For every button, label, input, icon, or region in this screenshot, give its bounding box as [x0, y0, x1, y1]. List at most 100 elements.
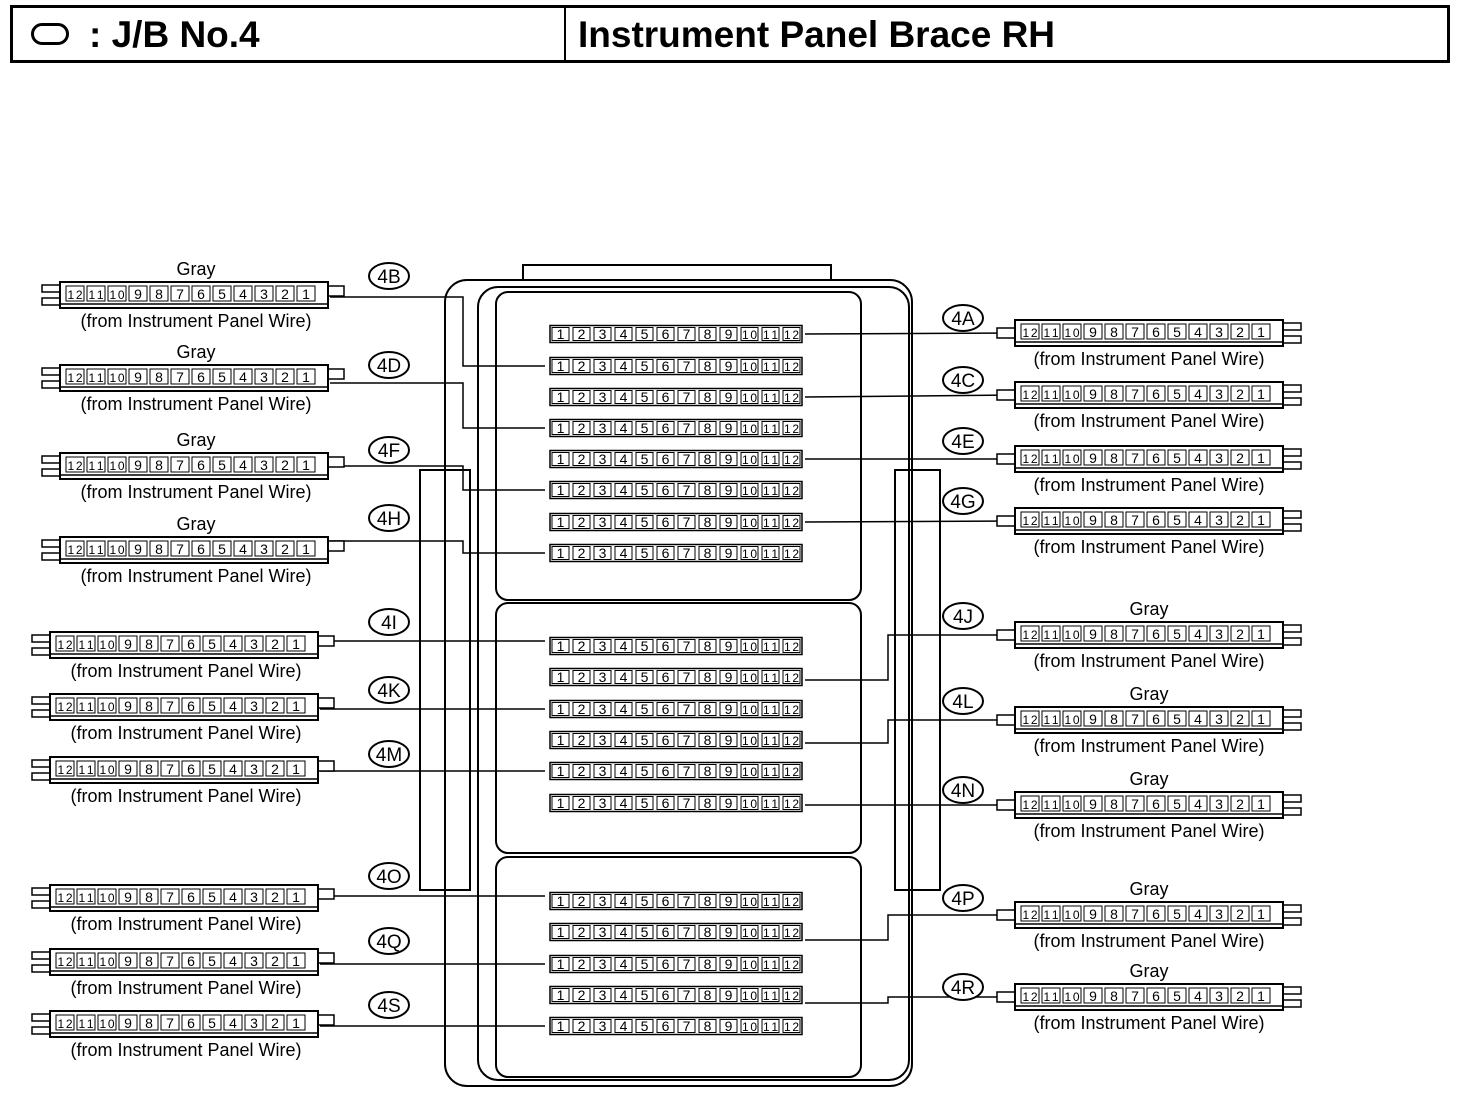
plug-pin-cell — [1104, 385, 1124, 402]
plug-key — [996, 909, 1016, 921]
socket-pin-number: 6 — [662, 701, 670, 717]
socket-pin-cell — [782, 988, 801, 1002]
plug-pin-number: 1 — [292, 636, 300, 652]
socket-pin-cell — [551, 670, 570, 684]
plug-pin-number: 3 — [260, 457, 268, 473]
socket-row-frame — [549, 667, 803, 687]
connector-source-note: (from Instrument Panel Wire) — [1033, 821, 1264, 841]
plug-pin-cell — [275, 456, 295, 473]
socket-pin-number: 1 — [557, 358, 565, 374]
socket-pin-number: 3 — [599, 420, 607, 436]
plug-pin-cell — [1041, 710, 1061, 727]
plug-pin-number: 11 — [1044, 326, 1059, 340]
plug-latch — [41, 297, 61, 306]
plug-pin-cell — [244, 952, 264, 969]
socket-pin-cell — [572, 483, 591, 497]
plug-key — [996, 453, 1016, 465]
plug-pin-number: 3 — [1215, 906, 1223, 922]
connector-color-label: Gray — [1129, 684, 1168, 704]
socket-pin-number: 8 — [704, 389, 712, 405]
socket-pin-number: 11 — [763, 958, 778, 972]
plug-pin-number: 5 — [208, 636, 216, 652]
plug-key — [996, 799, 1016, 811]
socket-pin-number: 3 — [599, 326, 607, 342]
socket-pin-number: 4 — [620, 893, 628, 909]
socket-pin-number: 3 — [599, 987, 607, 1003]
plug-key — [996, 629, 1016, 641]
socket-pin-cell — [593, 957, 612, 971]
plug-pin-cell — [1209, 710, 1229, 727]
plug-pin-cell — [160, 635, 180, 652]
socket-pin-number: 2 — [578, 358, 586, 374]
socket-pin-cell — [719, 359, 738, 373]
plug-pin-number: 7 — [1131, 906, 1139, 922]
plug-pin-cell — [139, 888, 159, 905]
plug-latch — [1282, 709, 1302, 718]
socket-pin-number: 12 — [784, 797, 799, 811]
block-section-upper — [495, 291, 862, 601]
socket-pin-number: 5 — [641, 514, 649, 530]
plug-pin-cell — [86, 456, 106, 473]
plug-pin-cell — [1083, 987, 1103, 1004]
connector-id-bubble — [942, 884, 984, 912]
socket-pin-number: 7 — [683, 1018, 691, 1034]
socket-pin-cell — [551, 957, 570, 971]
connector-id-bubble — [942, 487, 984, 515]
housing-left-rib — [419, 469, 471, 891]
plug-key — [996, 991, 1016, 1003]
socket-pin-number: 12 — [784, 422, 799, 436]
socket-pin-cell — [614, 702, 633, 716]
plug-pin-number: 3 — [1215, 796, 1223, 812]
plug-key — [996, 714, 1016, 726]
socket-pin-number: 8 — [704, 358, 712, 374]
plug-pin-number: 9 — [134, 369, 142, 385]
socket-pin-cell — [635, 546, 654, 560]
socket-pin-cell — [761, 1019, 780, 1033]
plug-pin-number: 10 — [100, 1017, 115, 1031]
socket-row-frame — [549, 730, 803, 750]
socket-pin-cell — [572, 452, 591, 466]
plug-pin-cell — [212, 368, 232, 385]
plug-key — [317, 888, 335, 900]
plug-pin-number: 9 — [1089, 386, 1097, 402]
plug-pin-number: 10 — [100, 700, 115, 714]
socket-pin-number: 2 — [578, 638, 586, 654]
socket-pin-number: 9 — [725, 795, 733, 811]
plug-pin-cell — [1104, 511, 1124, 528]
socket-pin-cell — [614, 359, 633, 373]
plug-pin-cell — [1209, 511, 1229, 528]
socket-row-frame — [549, 954, 803, 974]
socket-pin-number: 12 — [784, 989, 799, 1003]
plug-pin-number: 4 — [1194, 988, 1202, 1004]
plug-pin-number: 9 — [1089, 796, 1097, 812]
socket-pin-cell — [719, 515, 738, 529]
plug-pin-cell — [149, 285, 169, 302]
plug-pin-number: 1 — [292, 1015, 300, 1031]
socket-pin-cell — [761, 390, 780, 404]
socket-pin-cell — [614, 515, 633, 529]
plug-pin-number: 5 — [1173, 450, 1181, 466]
socket-pin-number: 10 — [742, 547, 757, 561]
plug-pin-number: 7 — [176, 541, 184, 557]
socket-pin-cell — [719, 764, 738, 778]
connector-source-note: (from Instrument Panel Wire) — [70, 723, 301, 743]
socket-pin-cell — [551, 925, 570, 939]
socket-pin-number: 2 — [578, 389, 586, 405]
socket-pin-number: 6 — [662, 638, 670, 654]
plug-pin-number: 3 — [1215, 386, 1223, 402]
plug-pin-cell — [181, 1014, 201, 1031]
connector-source-note: (from Instrument Panel Wire) — [1033, 651, 1264, 671]
connector-id-bubble — [942, 973, 984, 1001]
plug-pin-cell — [1125, 987, 1145, 1004]
title-bar-left-cell: : J/B No.4 — [13, 8, 566, 60]
plug-pin-cell — [181, 952, 201, 969]
socket-pin-cell — [761, 988, 780, 1002]
plug-pin-cell — [233, 540, 253, 557]
plug-pin-number: 7 — [166, 698, 174, 714]
socket-pin-number: 3 — [599, 893, 607, 909]
